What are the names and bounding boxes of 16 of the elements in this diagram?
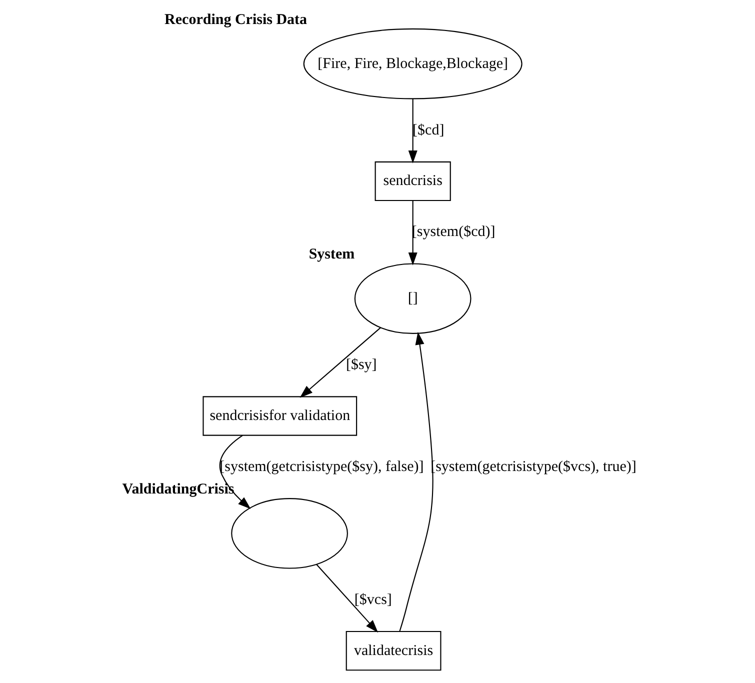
- edge-label: [system(getcrisistype($sy), false)]: [219, 458, 424, 475]
- edge-label: [$cd]: [412, 122, 444, 138]
- edge-label: [$vcs]: [354, 592, 392, 608]
- node-box: sendcrisis: [374, 161, 450, 202]
- arrow: [316, 564, 378, 633]
- node-ellipse: []: [354, 263, 471, 334]
- arrow: [408, 98, 417, 164]
- arrow: [299, 327, 380, 398]
- node-box: validatecrisis: [345, 630, 441, 671]
- node-box: sendcrisisfor validation: [202, 396, 357, 436]
- node-label: System: [308, 246, 354, 263]
- node-label: Recording Crisis Data: [164, 12, 307, 28]
- edge-label: [$sy]: [345, 357, 376, 374]
- arrow: [398, 332, 433, 632]
- node-ellipse: [Fire, Fire, Blockage,Blockage]: [302, 28, 522, 100]
- arrow: [218, 434, 250, 510]
